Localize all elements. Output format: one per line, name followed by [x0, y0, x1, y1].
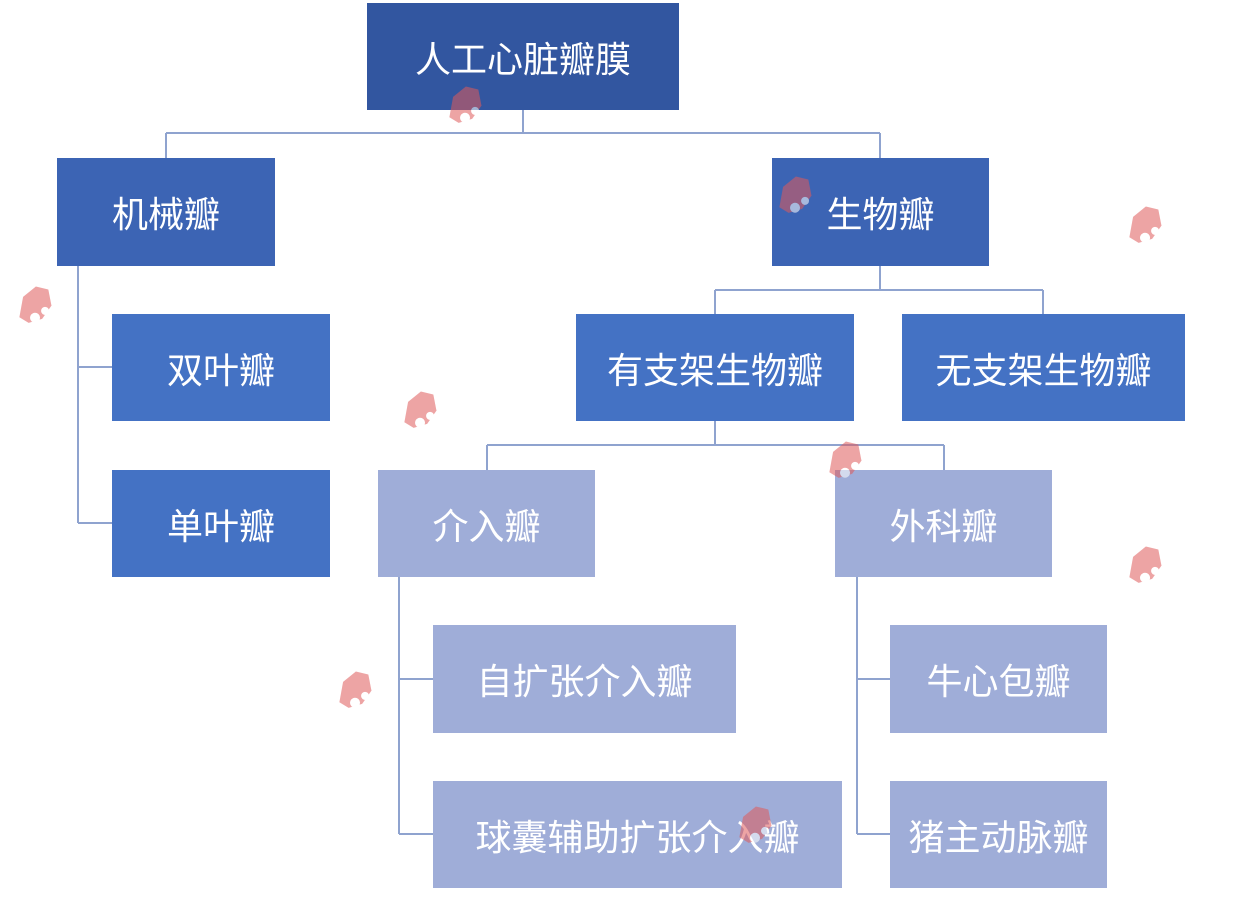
node-surgical: 外科瓣: [835, 470, 1052, 577]
node-stentless: 无支架生物瓣: [902, 314, 1185, 421]
connector-interventional: [398, 577, 433, 835]
connector-root: [165, 110, 881, 158]
node-mechanical: 机械瓣: [57, 158, 275, 266]
node-self-expanding: 自扩张介入瓣: [433, 625, 736, 733]
node-stented: 有支架生物瓣: [576, 314, 854, 421]
node-biological: 生物瓣: [772, 158, 989, 266]
connector-mechanical: [77, 266, 112, 524]
node-bileaflet: 双叶瓣: [112, 314, 330, 421]
node-root: 人工心脏瓣膜: [367, 3, 679, 110]
node-bovine-pericardial: 牛心包瓣: [890, 625, 1107, 733]
node-porcine-aortic: 猪主动脉瓣: [890, 781, 1107, 888]
node-interventional: 介入瓣: [378, 470, 595, 577]
connector-surgical: [856, 577, 890, 835]
node-balloon-expanding: 球囊辅助扩张介入瓣: [433, 781, 842, 888]
connector-biological: [714, 266, 1044, 314]
connector-stented: [486, 421, 945, 470]
node-monoleaflet: 单叶瓣: [112, 470, 330, 577]
